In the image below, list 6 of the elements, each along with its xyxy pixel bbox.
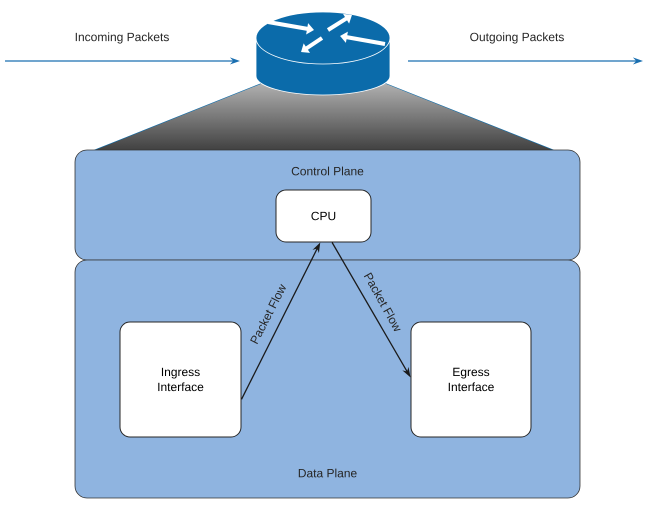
rounded-box: CPU <box>276 190 372 242</box>
router-drawing <box>256 12 390 96</box>
edge-label: Outgoing Packets <box>470 32 564 44</box>
edge-label: Incoming Packets <box>76 32 169 44</box>
rounded-box: Egress Interface <box>410 322 532 438</box>
rounded-box: Ingress Interface <box>120 322 242 438</box>
